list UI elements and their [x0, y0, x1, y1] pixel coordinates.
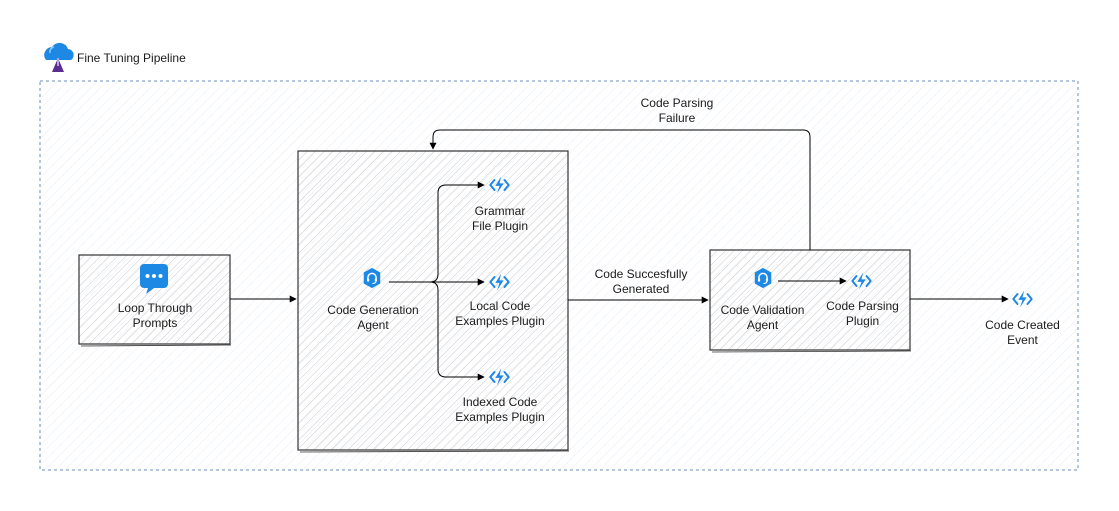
chat-message-icon	[140, 264, 168, 294]
code-parsing-plugin-label: Code Parsing Plugin	[826, 299, 899, 328]
code-validation-box[interactable]	[709, 249, 912, 353]
indexed-plugin-label: Indexed Code Examples Plugin	[455, 395, 545, 424]
pipeline-title: Fine Tuning Pipeline	[77, 51, 186, 65]
code-generation-agent-label: Code Generation Agent	[327, 303, 419, 332]
local-plugin-label: Local Code Examples Plugin	[455, 299, 545, 328]
code-created-event-label: Code Created Event	[985, 318, 1060, 347]
loop-label: Loop Through Prompts	[117, 301, 193, 330]
cloud-pipeline-icon	[44, 42, 74, 72]
edge-parsing-failure	[429, 129, 811, 250]
edge-agent-to-plugins	[389, 181, 485, 381]
grammar-plugin-label: Grammar File Plugin	[471, 204, 529, 233]
generated-edge-label: Code Succesfully Generated	[594, 267, 688, 296]
code-generation-box[interactable]	[297, 150, 570, 453]
code-validation-agent-label: Code Validation Agent	[720, 303, 805, 332]
failure-edge-label: Code Parsing Failure	[640, 96, 714, 125]
